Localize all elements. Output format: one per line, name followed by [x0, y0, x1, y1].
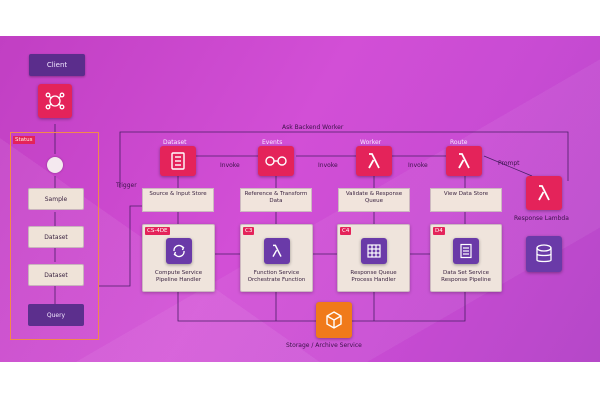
lambda-icon	[538, 185, 550, 201]
top-icon-label-3: Worker	[360, 139, 382, 146]
events-service-icon[interactable]	[258, 146, 294, 176]
pipeline-group-frame	[10, 132, 99, 340]
queue-grid-icon	[360, 238, 387, 264]
client-label: Client	[46, 61, 68, 69]
lambda-icon	[458, 153, 470, 169]
architecture-diagram-canvas: Client Status Sample Dataset Dataset Que…	[0, 36, 600, 362]
service-card-2-text: Function Service Orchestrate Function	[247, 270, 306, 283]
lambda-icon	[368, 153, 380, 169]
connection-lines	[54, 96, 569, 322]
document-list-icon	[171, 152, 185, 170]
service-card-4-text: Data Set Service Response Pipeline	[441, 270, 491, 283]
service-card-3-text: Response Queue Process Handler	[350, 270, 397, 283]
network-brain-icon	[45, 92, 65, 110]
storage-label: Storage / Archive Service	[286, 342, 362, 349]
pipeline-step-1-label: Sample	[44, 195, 68, 203]
pipeline-step-2[interactable]: Dataset	[28, 226, 84, 248]
banner-label: Ask Backend Worker	[282, 124, 344, 131]
service-card-2[interactable]: C3 Function Service Orchestrate Function	[240, 224, 313, 292]
storage-service-icon[interactable]	[316, 302, 352, 338]
event-link-icon	[265, 156, 287, 166]
service-card-4[interactable]: D4 Data Set Service Response Pipeline	[430, 224, 502, 292]
document-lines-icon	[453, 238, 479, 264]
pipeline-step-1[interactable]: Sample	[28, 188, 84, 210]
caption-4: View Data Store	[430, 188, 502, 212]
route-lambda-icon[interactable]	[446, 146, 482, 176]
pipeline-step-4[interactable]: Query	[28, 304, 84, 326]
pipeline-step-2-label: Dataset	[44, 233, 68, 241]
edge-label-1: Invoke	[220, 162, 240, 169]
service-card-4-badge: D4	[433, 227, 445, 235]
right-caption: Response Lambda	[514, 215, 569, 222]
analytics-service-icon[interactable]	[38, 84, 72, 118]
worker-lambda-icon[interactable]	[356, 146, 392, 176]
response-lambda-icon[interactable]	[526, 176, 562, 210]
storage-cube-icon	[326, 311, 342, 329]
top-icon-label-5: Prompt	[498, 160, 520, 167]
edge-label-3: Invoke	[408, 162, 428, 169]
dataset-service-icon[interactable]	[160, 146, 196, 176]
pipeline-group-badge: Status	[13, 136, 35, 144]
database-icon-box[interactable]	[526, 236, 562, 272]
database-icon	[536, 244, 552, 263]
caption-2: Reference & Transform Data	[240, 188, 312, 212]
top-icon-label-1: Dataset	[163, 139, 187, 146]
start-node[interactable]	[47, 157, 63, 173]
service-card-1-text: Compute Service Pipeline Handler	[154, 270, 203, 283]
service-card-2-badge: C3	[243, 227, 255, 235]
caption-3: Validate & Response Queue	[338, 188, 410, 212]
lambda-icon	[263, 238, 290, 264]
service-card-1-badge: CS-4DE	[145, 227, 170, 235]
client-box[interactable]: Client	[29, 54, 85, 76]
service-card-3-badge: C4	[340, 227, 352, 235]
top-icon-label-2: Events	[262, 139, 283, 146]
refresh-cycle-icon	[165, 238, 192, 264]
side-trigger-label: Trigger	[116, 182, 137, 189]
top-icon-label-4: Route	[450, 139, 468, 146]
service-card-3[interactable]: C4 Response Queue Process Handler	[337, 224, 410, 292]
caption-1: Source & Input Store	[142, 188, 214, 212]
edge-label-2: Invoke	[318, 162, 338, 169]
pipeline-step-3-label: Dataset	[44, 271, 68, 279]
service-card-1[interactable]: CS-4DE Compute Service Pipeline Handler	[142, 224, 215, 292]
pipeline-step-3[interactable]: Dataset	[28, 264, 84, 286]
pipeline-step-4-label: Query	[46, 311, 66, 319]
